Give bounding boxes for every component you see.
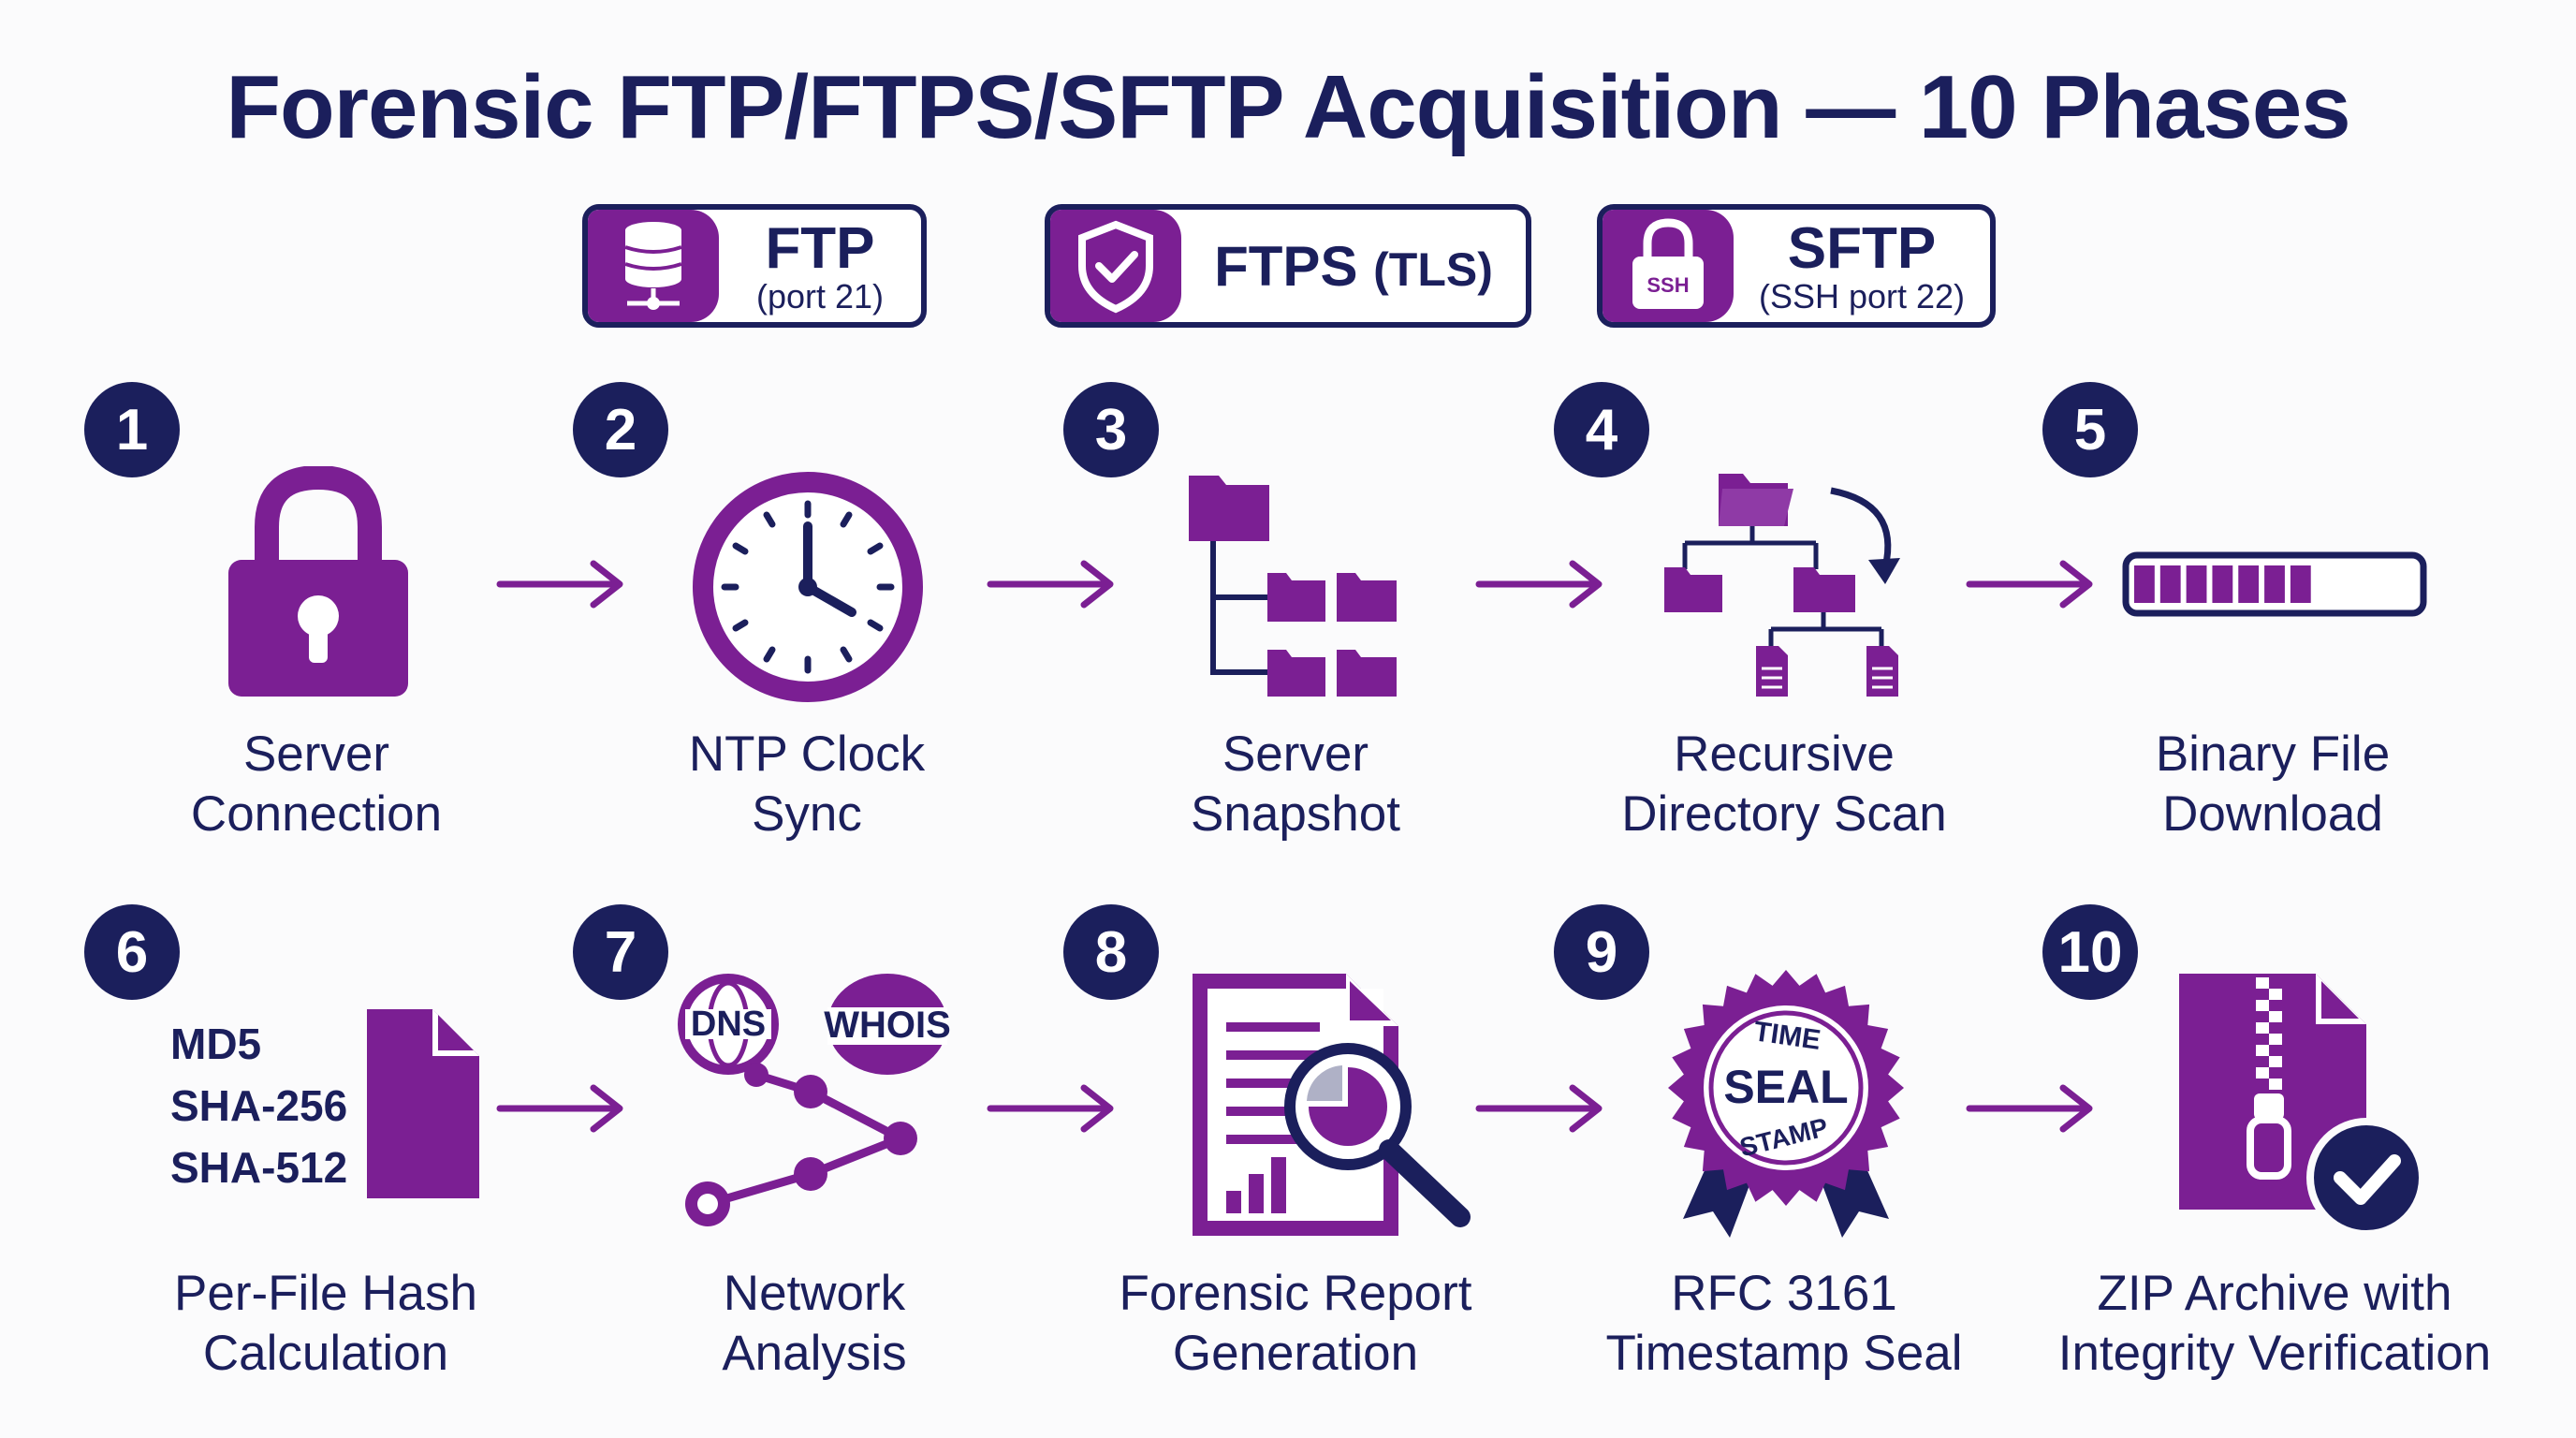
- phase-label-line: Sync: [752, 786, 862, 842]
- phase-label-line: Forensic Report: [1119, 1266, 1472, 1321]
- progress-segment: [2159, 565, 2181, 603]
- phase-label-line: RFC 3161: [1671, 1266, 1897, 1321]
- progress-segment: [2186, 565, 2207, 603]
- phase-label-line: Network: [723, 1266, 906, 1321]
- ssh-badge-text: SSH: [1647, 273, 1689, 297]
- protocol-name: FTPS: [1214, 234, 1358, 298]
- progress-segment: [2238, 565, 2260, 603]
- protocol-name: FTP: [765, 215, 875, 281]
- phase-label-line: Calculation: [202, 1326, 449, 1381]
- padlock-icon: [228, 466, 408, 697]
- directory-scan-icon: [1664, 474, 1900, 697]
- protocol-ftp: FTP (port 21): [582, 204, 927, 328]
- progress-segment: [2212, 565, 2233, 603]
- protocol-ftps: FTPS (TLS): [1045, 204, 1531, 328]
- hash-list: MD5 SHA-256 SHA-512: [170, 1013, 347, 1198]
- report-magnifier-icon: [1193, 974, 1471, 1236]
- seal-center-text: SEAL: [1723, 1061, 1848, 1113]
- phase-label-line: Recursive: [1674, 726, 1895, 782]
- clock-icon: [693, 472, 923, 702]
- phase-number-4: 4: [1554, 382, 1649, 477]
- zip-check-icon: [2179, 974, 2419, 1238]
- arrow-8-9: [1475, 1084, 1603, 1133]
- phase-label-line: ZIP Archive with: [2097, 1266, 2452, 1321]
- seal-icon: TIME SEAL STAMP: [1668, 970, 1904, 1238]
- protocol-detail: (port 21): [755, 276, 885, 315]
- progress-segment: [2134, 565, 2155, 603]
- shield-check-icon: [1050, 210, 1181, 322]
- network-icon: DNS WHOIS: [678, 974, 951, 1226]
- phase-number-10: 10: [2042, 904, 2138, 1000]
- whois-badge: WHOIS: [824, 1005, 951, 1046]
- dns-badge: DNS: [691, 1005, 766, 1044]
- arrow-3-4: [1475, 560, 1603, 609]
- file-icon: [367, 1009, 479, 1198]
- progress-segment: [2290, 565, 2311, 603]
- phase-label-line: Connection: [190, 786, 443, 842]
- phase-number-2: 2: [573, 382, 668, 477]
- phase-number-6: 6: [84, 904, 180, 1000]
- arrow-6-7: [496, 1084, 623, 1133]
- progress-segment: [2264, 565, 2285, 603]
- phase-label-line: Download: [2162, 786, 2383, 842]
- protocol-detail: (SSH port 22): [1758, 276, 1966, 315]
- hash-md5: MD5: [170, 1020, 262, 1068]
- phase-label-line: Timestamp Seal: [1605, 1326, 1963, 1381]
- lock-icon: SSH: [1603, 210, 1734, 322]
- hash-sha256: SHA-256: [170, 1081, 348, 1130]
- arrow-4-5: [1966, 560, 2093, 609]
- progress-bar-icon: [2122, 551, 2427, 617]
- page-title: Forensic FTP/FTPS/SFTP Acquisition — 10 …: [226, 57, 2350, 157]
- protocol-sftp: SSH SFTP (SSH port 22): [1597, 204, 1996, 328]
- arrow-2-3: [987, 560, 1114, 609]
- phase-label-line: Directory Scan: [1621, 786, 1947, 842]
- protocol-detail: (TLS): [1373, 242, 1493, 296]
- folder-tree-icon: [1189, 476, 1397, 697]
- arrow-9-10: [1966, 1084, 2093, 1133]
- phase-label-line: Per-File Hash: [174, 1266, 477, 1321]
- protocol-name: SFTP: [1787, 215, 1937, 281]
- phase-label-line: NTP Clock: [688, 726, 926, 782]
- phase-number-7: 7: [573, 904, 668, 1000]
- phase-number-3: 3: [1063, 382, 1159, 477]
- phase-number-5: 5: [2042, 382, 2138, 477]
- phase-label-line: Server: [1222, 726, 1369, 782]
- phase-label-line: Analysis: [722, 1326, 907, 1381]
- server-icon: [588, 210, 719, 322]
- phase-number-8: 8: [1063, 904, 1159, 1000]
- phase-label-line: Binary File: [2155, 726, 2391, 782]
- phase-label-line: Server: [242, 726, 390, 782]
- arrow-7-8: [987, 1084, 1114, 1133]
- phase-number-9: 9: [1554, 904, 1649, 1000]
- phase-label-line: Snapshot: [1191, 786, 1400, 842]
- arrow-1-2: [496, 560, 623, 609]
- phase-number-1: 1: [84, 382, 180, 477]
- hash-sha512: SHA-512: [170, 1143, 348, 1192]
- phase-label-line: Generation: [1172, 1326, 1419, 1381]
- phase-label-line: Integrity Verification: [2057, 1326, 2492, 1381]
